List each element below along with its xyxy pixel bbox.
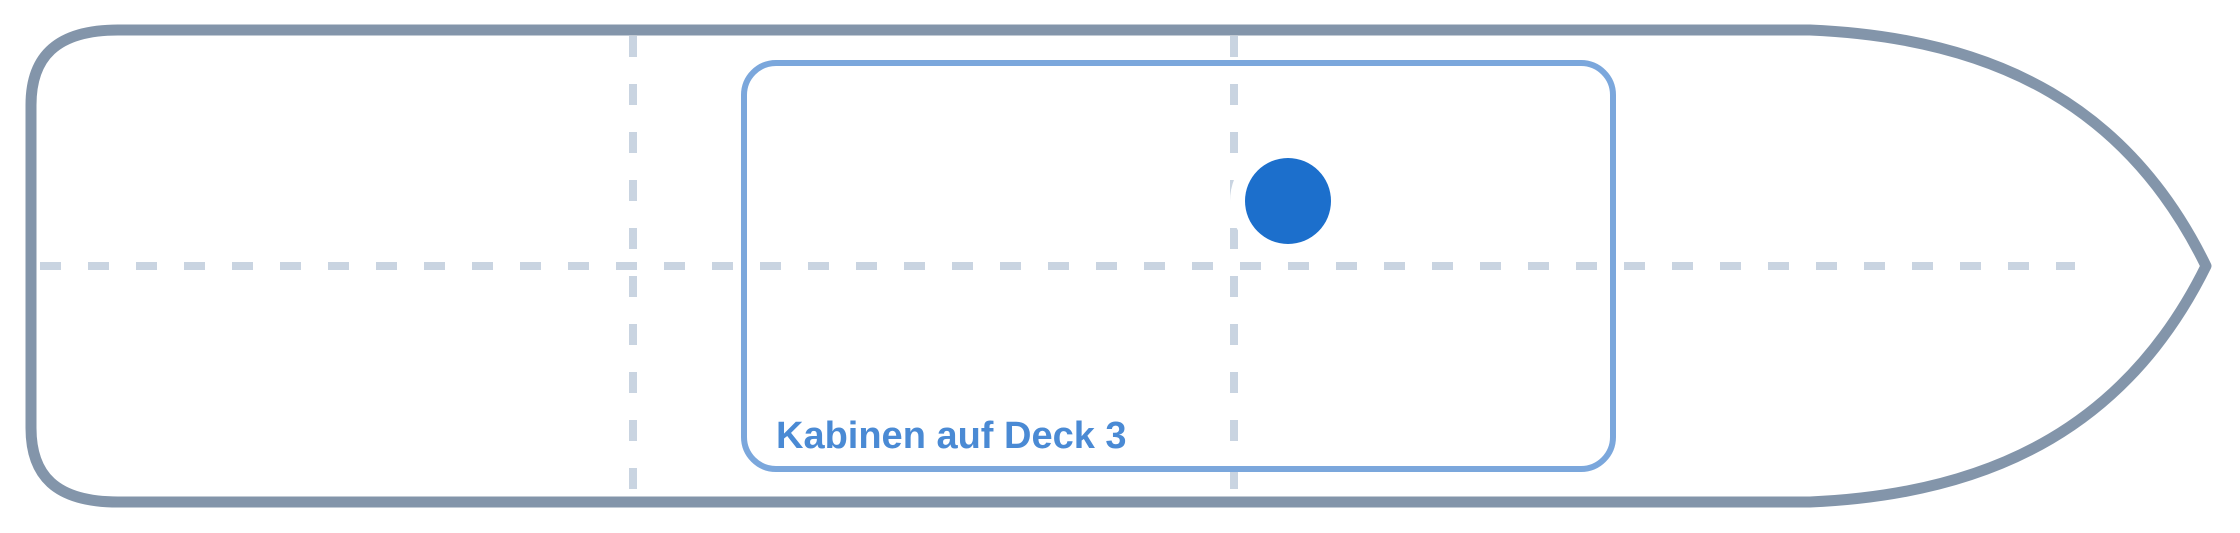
location-marker-dot	[1245, 158, 1331, 244]
cabin-zone[interactable]: Kabinen auf Deck 3	[741, 60, 1616, 472]
cabin-zone-outline	[741, 60, 1616, 472]
ship-hull-outline	[25, 24, 2212, 508]
cabin-zone-label: Kabinen auf Deck 3	[776, 415, 1127, 457]
location-marker[interactable]	[1230, 143, 1346, 259]
